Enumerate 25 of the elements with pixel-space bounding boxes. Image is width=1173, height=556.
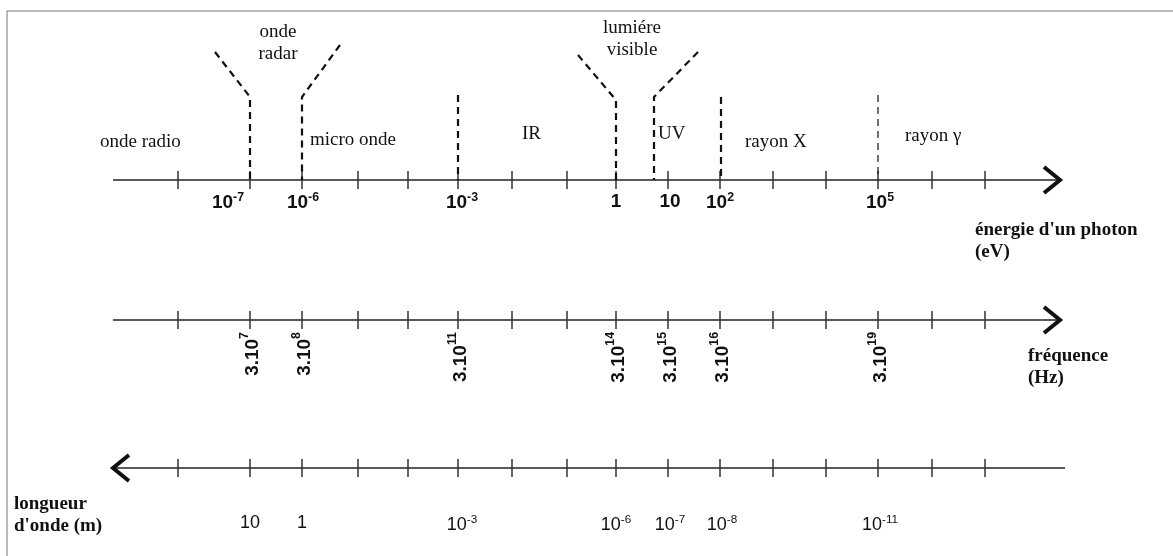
band-label: onde radio [100,130,181,152]
band-label: rayon X [745,130,807,152]
axis-title: énergie d'un photon (eV) [975,218,1139,262]
tick-label: 10$^{-6}$ [600,512,632,535]
tick-label: 10$^{-3}$ [445,190,479,214]
tick-label: 10$^{-7}$ [654,512,686,535]
band-label: UV [658,122,686,144]
band-label: IR [522,122,541,144]
band-label: micro onde [310,128,396,150]
tick-label: 10$^{-11}$ [861,512,899,535]
tick-label: 10 [659,190,681,212]
tick-label: 10$^{-7}$ [211,190,245,214]
axis-title: fréquence (Hz) [1028,344,1110,388]
band-label: lumiére visible [602,16,662,60]
tick-label: 10$^{2}$ [706,190,734,214]
band-label: rayon γ [905,124,962,146]
tick-label: 10$^{-3}$ [446,512,478,535]
band-label: onde radar [257,20,299,64]
tick-label: 1 [610,190,622,212]
tick-label: 10$^{5}$ [866,190,894,214]
tick-label: 10$^{-6}$ [286,190,320,214]
axis-title: longueur d'onde (m) [14,492,104,536]
tick-label: 10 [240,512,260,533]
tick-label: 1 [297,512,307,533]
tick-label: 10$^{-8}$ [706,512,738,535]
